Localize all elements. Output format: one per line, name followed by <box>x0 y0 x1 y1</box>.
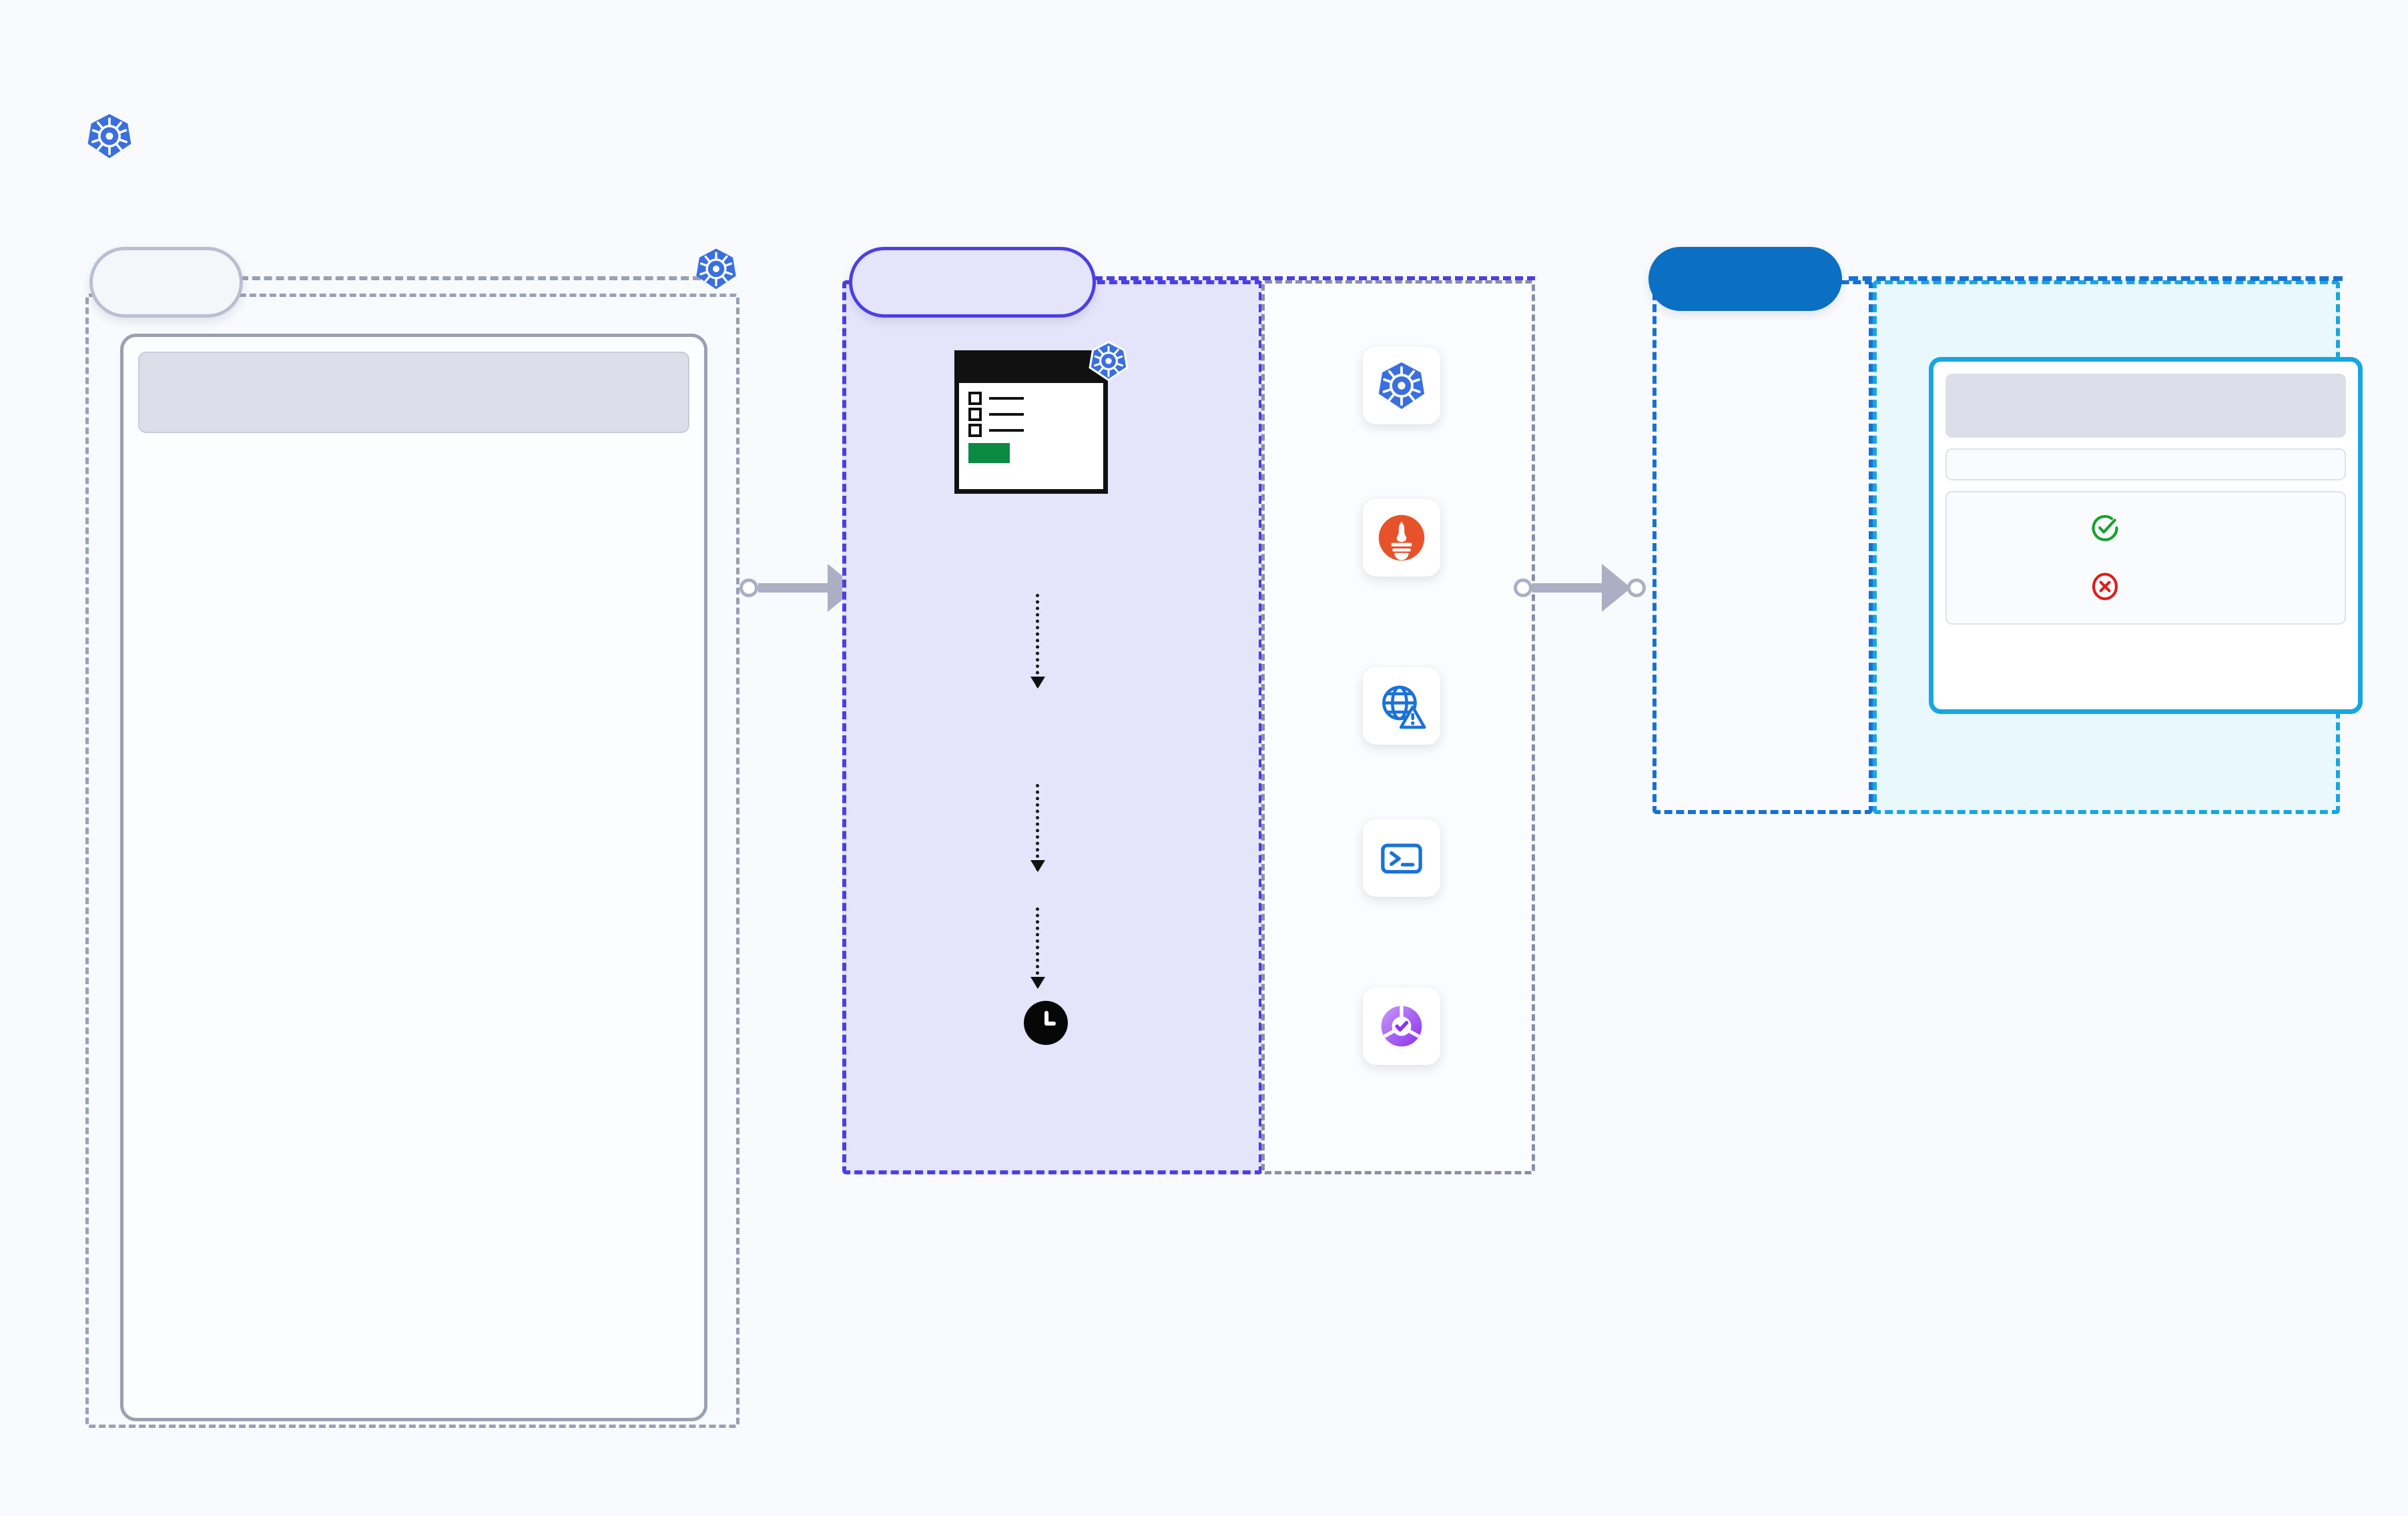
target-nodes-card <box>954 350 1108 494</box>
checkbox-icon <box>968 392 982 405</box>
target-card-titlebar <box>959 355 1103 383</box>
clock-icon <box>1024 1001 1068 1045</box>
target-card-checkbox-row <box>959 405 1103 421</box>
probe-item-command[interactable] <box>1318 819 1485 909</box>
output-row-probe-results <box>1945 491 2346 625</box>
x-circle-icon <box>2090 571 2120 609</box>
kubernetes-icon <box>1363 347 1440 424</box>
checkbox-icon <box>968 424 982 437</box>
output-row-metrics <box>1945 448 2346 480</box>
probe-item-prometheus[interactable] <box>1318 499 1485 589</box>
probe-result-failed <box>2090 571 2132 609</box>
result-status-region <box>1652 280 1873 814</box>
probe-item-k8s[interactable] <box>1318 347 1485 436</box>
kubernetes-icon <box>85 112 133 163</box>
checkbox-icon <box>968 408 982 421</box>
slo-donut-check-icon <box>1363 988 1440 1065</box>
user-inputs-header <box>138 352 689 433</box>
fault-title-row <box>85 112 156 163</box>
terminal-icon <box>1363 819 1440 897</box>
flow-arrow-3 <box>1030 907 1045 989</box>
kubernetes-icon <box>694 247 738 294</box>
connector-execution-to-result <box>1514 564 1646 612</box>
tune-badge[interactable] <box>89 247 243 318</box>
probe-result-passed <box>2090 512 2132 550</box>
result-badge[interactable] <box>1648 247 1842 311</box>
target-card-checkbox-row <box>959 389 1103 405</box>
output-card <box>1929 357 2363 714</box>
execution-connector-line <box>1095 276 1535 280</box>
target-card-progress-bar <box>968 443 1010 463</box>
probe-item-http[interactable] <box>1318 667 1485 757</box>
probe-item-srm-slo[interactable] <box>1318 988 1485 1077</box>
globe-warning-icon <box>1363 667 1440 745</box>
prometheus-icon <box>1363 499 1440 577</box>
target-card-title <box>959 383 1103 389</box>
tune-region <box>85 294 739 1428</box>
check-circle-icon <box>2090 512 2120 550</box>
execution-badge[interactable] <box>849 247 1096 318</box>
flow-arrow-2 <box>1030 784 1045 872</box>
kubernetes-icon <box>1088 340 1129 385</box>
flow-arrow-1 <box>1030 594 1045 689</box>
result-connector-line <box>1849 276 2343 281</box>
tune-connector-line <box>240 276 701 280</box>
output-header <box>1945 374 2346 438</box>
target-card-checkbox-row <box>959 421 1103 437</box>
user-inputs-card <box>120 334 707 1421</box>
